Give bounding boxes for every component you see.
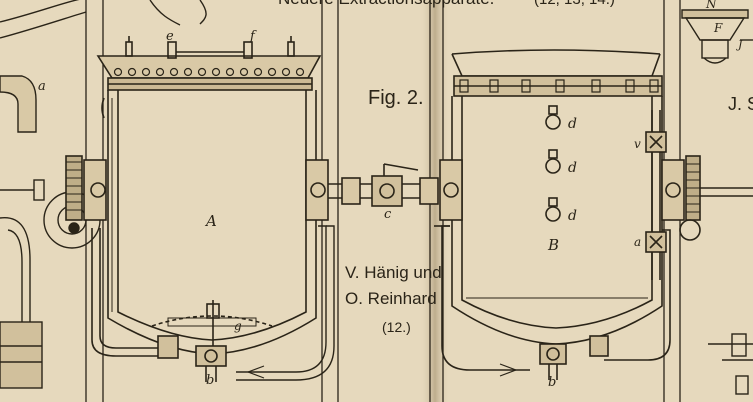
label-vessel-b-b: b	[548, 375, 556, 390]
author-line-1: V. Hänig und	[345, 263, 442, 282]
right-edge-text: J. S	[728, 94, 753, 114]
left-edge-apparatus	[0, 0, 207, 389]
label-valve-a: a	[634, 235, 641, 249]
label-vessel-a-b: b	[206, 373, 214, 388]
page-header-title: Neuere Extractionsapparate.	[278, 0, 494, 8]
page-header-figure-refs: (12, 13, 14.)	[534, 0, 615, 8]
label-valve-v: v	[634, 137, 641, 151]
label-vessel-b-name: B	[547, 236, 559, 254]
author-ref: (12.)	[382, 319, 411, 335]
vessel-b	[434, 49, 753, 380]
label-vessel-a-name: A	[204, 212, 217, 230]
author-line-2: O. Reinhard	[345, 289, 437, 308]
label-detail-f: F	[713, 21, 723, 35]
label-detail-j: J	[736, 38, 743, 51]
label-side-left-a: a	[38, 79, 46, 94]
label-vessel-a-g: g	[234, 319, 242, 333]
label-vessel-a-f: f	[249, 29, 257, 44]
label-tap-d-2: d	[568, 160, 577, 176]
vessel-a	[65, 36, 439, 382]
figure-label: Fig. 2.	[368, 87, 424, 109]
top-right-detail	[681, 9, 753, 395]
label-vessel-a-e: e	[166, 29, 174, 44]
label-tap-d-1: d	[568, 116, 577, 132]
label-detail-n: N	[705, 0, 717, 11]
label-connector-c: c	[384, 207, 392, 222]
label-tap-d-3: d	[568, 208, 577, 224]
